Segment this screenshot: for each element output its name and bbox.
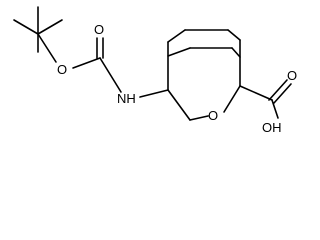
bond-c4-ch2-o — [167, 89, 191, 121]
carboxylic-acid-group — [239, 79, 292, 119]
acid-oxygen-label: O — [287, 68, 297, 83]
hydroxyl-label: OH — [262, 120, 282, 135]
bicyclic-ring — [139, 29, 241, 121]
bond-oring-c1 — [223, 85, 241, 113]
amine-label: NH — [117, 91, 136, 106]
bond-acid-double-b — [273, 83, 292, 104]
ring-oxygen-label: O — [208, 108, 218, 123]
bond-c-o-ester — [37, 33, 57, 63]
bond-c1-cooh — [239, 85, 273, 101]
bond-top-right — [227, 29, 241, 41]
molecule-diagram: O O NH O O OH — [13, 6, 297, 135]
ester-oxygen-label: O — [57, 62, 67, 77]
bond-n-c4 — [139, 89, 169, 98]
bond-mid-left — [167, 47, 191, 57]
bond-mid-right — [231, 47, 241, 58]
molecule-svg: O O NH O O OH — [13, 6, 297, 135]
carbamate-group — [72, 37, 122, 93]
bond-me-left — [13, 19, 39, 35]
bond-me-right — [37, 19, 63, 35]
bond-acid-oh — [271, 99, 279, 119]
bond-oester-carbonyl — [72, 57, 101, 69]
bond-acid-double-a — [268, 79, 288, 101]
tert-butyl-group — [13, 6, 63, 63]
carbonyl-oxygen-label: O — [94, 22, 104, 37]
bond-top-left — [167, 29, 186, 43]
bond-ch2-oring — [189, 115, 209, 121]
bond-carbonyl-n — [99, 57, 122, 93]
